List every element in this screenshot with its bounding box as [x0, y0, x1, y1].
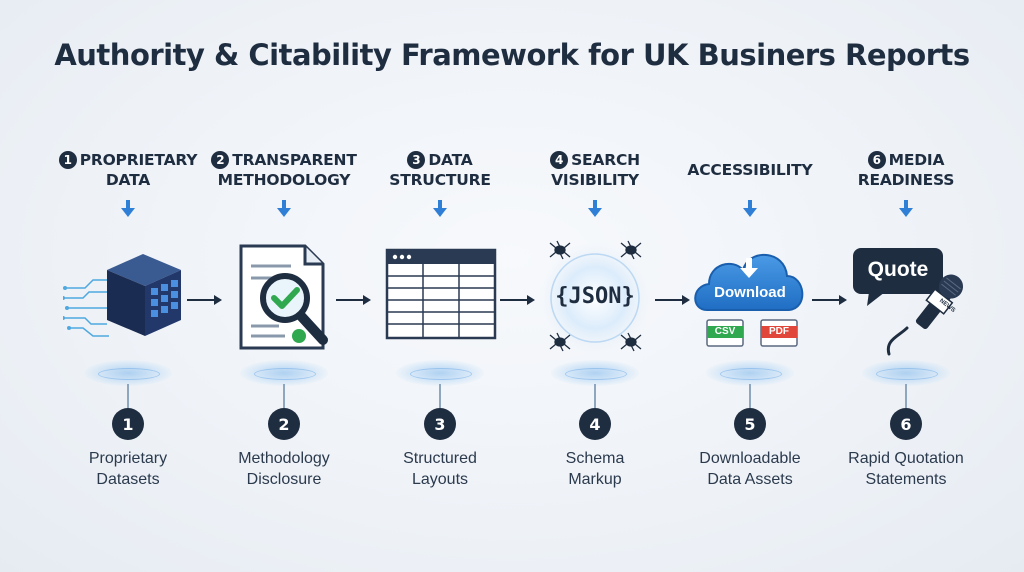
- step-1-heading-number: 1: [58, 150, 77, 169]
- csv-file-label: CSV: [714, 326, 736, 337]
- connector-line: [594, 384, 596, 408]
- step-2-heading-number: 2: [211, 150, 230, 169]
- glow-platform: [551, 360, 639, 386]
- connector-line: [905, 384, 907, 408]
- down-arrow-icon: [588, 200, 602, 217]
- connector-line: [127, 384, 129, 408]
- down-arrow-icon: [277, 200, 291, 217]
- quote-microphone-icon: Quote NEWS: [841, 236, 971, 356]
- glow-platform: [396, 360, 484, 386]
- step-number-badge: 4: [579, 408, 611, 440]
- step-number-badge: 1: [112, 408, 144, 440]
- step-6-heading-number: 6: [867, 150, 886, 169]
- right-arrow-icon: [187, 295, 222, 305]
- step-4-heading-number: 4: [550, 150, 569, 169]
- json-label: {JSON}: [555, 284, 635, 309]
- json-spiders-icon: {JSON}: [530, 236, 660, 356]
- down-arrow-icon: [743, 200, 757, 217]
- download-text: Download: [714, 284, 786, 301]
- step-5: ACCESSIBILITY Download CSV PDF 5 Downloa…: [670, 0, 830, 572]
- step-number-badge: 2: [268, 408, 300, 440]
- spider-web-glow: [539, 240, 651, 354]
- glow-platform: [862, 360, 950, 386]
- cloud-shape: [694, 254, 804, 347]
- step-5-heading: ACCESSIBILITY: [687, 161, 813, 179]
- speech-bubble-mic: [853, 248, 964, 356]
- glow-platform: [84, 360, 172, 386]
- step-3-heading-number: 3: [407, 150, 426, 169]
- right-arrow-icon: [655, 295, 690, 305]
- step-number-badge: 3: [424, 408, 456, 440]
- page-title: Authority & Citability Framework for UK …: [54, 38, 970, 72]
- step-number-badge: 6: [890, 408, 922, 440]
- down-arrow-icon: [433, 200, 447, 217]
- right-arrow-icon: [336, 295, 371, 305]
- table-layout-icon: [385, 248, 497, 340]
- right-arrow-icon: [500, 295, 535, 305]
- data-cube-icon: [63, 254, 181, 337]
- cloud-download-icon: Download CSV PDF: [685, 236, 815, 356]
- step-number-badge: 5: [734, 408, 766, 440]
- pdf-file-label: PDF: [769, 326, 789, 337]
- down-arrow-icon: [121, 200, 135, 217]
- glow-platform: [706, 360, 794, 386]
- right-arrow-icon: [812, 295, 847, 305]
- connector-line: [439, 384, 441, 408]
- connector-line: [283, 384, 285, 408]
- connector-line: [749, 384, 751, 408]
- glow-platform: [240, 360, 328, 386]
- down-arrow-icon: [899, 200, 913, 217]
- magnifier-document-icon: [239, 244, 328, 350]
- quote-text: Quote: [867, 258, 929, 281]
